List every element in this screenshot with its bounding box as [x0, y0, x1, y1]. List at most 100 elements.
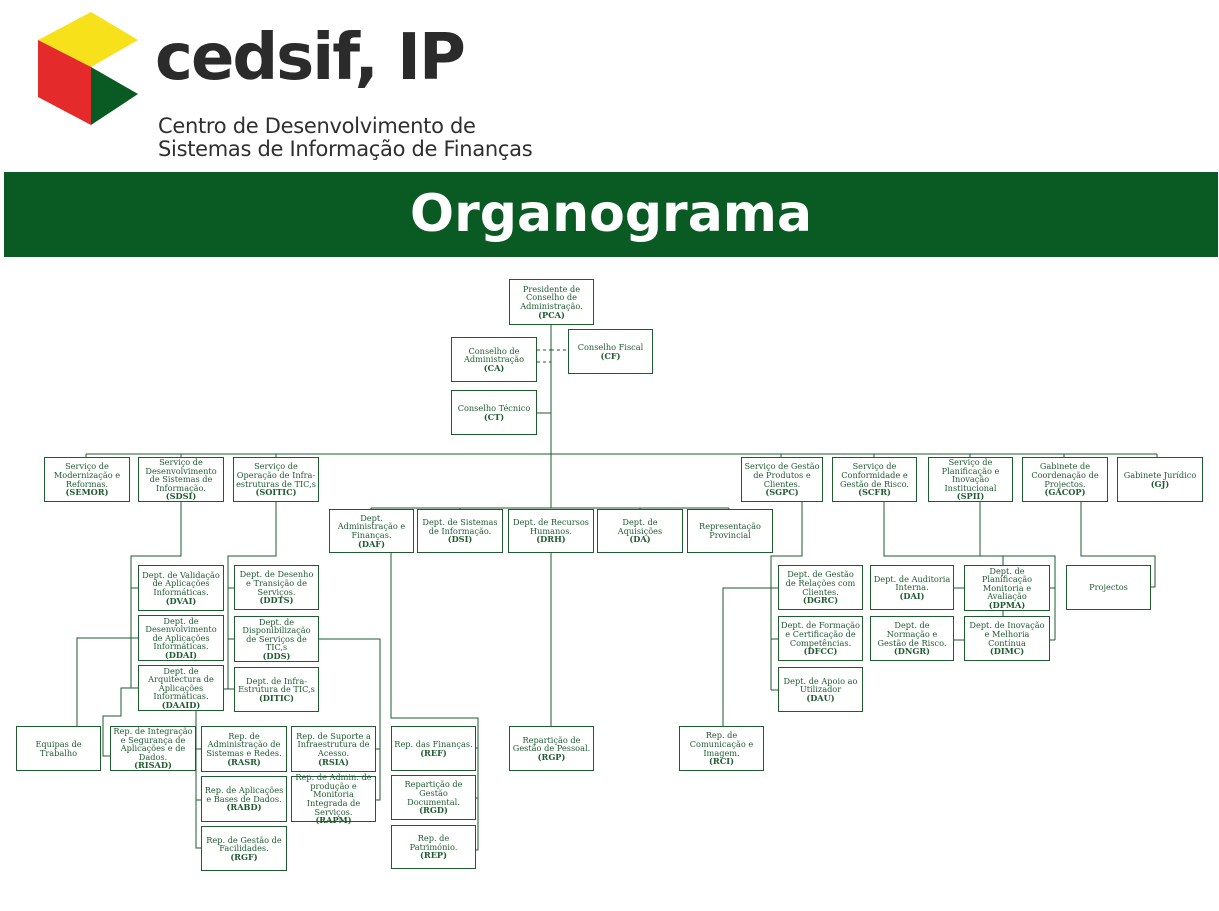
daf-box: Dept. Administração e Finanças. (DAF): [329, 509, 414, 553]
rp-box: Representação Provincial: [687, 509, 773, 553]
dimc-name: Dept. de Inovação e Melhoria Contínua: [969, 620, 1045, 648]
pca-box: Presidente de Conselho de Administração.…: [509, 279, 594, 325]
sdsi-name: Serviço de Desenvolvimento de Sistemas d…: [145, 457, 217, 493]
sdsi-box: Serviço de Desenvolvimento de Sistemas d…: [138, 457, 224, 502]
dds-name: Dept. de Disponibilização de Serviços de…: [242, 616, 311, 653]
rgp-abbr: (RGP): [537, 751, 566, 762]
ca-name: Conselho de Administração: [463, 345, 525, 365]
brand-subtitle-line1: Centro de Desenvolvimento de: [158, 114, 476, 138]
dpma-name: Dept. de Planificação Monitoria e Avalia…: [981, 565, 1033, 602]
ddts-name: Dept. de Desenho e Transição de Serviços…: [239, 569, 314, 597]
dai-abbr: (DAI): [899, 590, 925, 601]
ddai-box: Dept. de Desenvolvimento de Aplicações I…: [138, 615, 224, 661]
rp-name: Representação Provincial: [699, 521, 761, 540]
rsia-abbr: (RSIA): [318, 756, 349, 767]
rasr-name: Rep. de Administração de Sistemas e Rede…: [206, 730, 282, 758]
dgrc-name: Dept. de Gestão de Relações com Clientes…: [785, 569, 856, 597]
ddai-name: Dept. de Desenvolvimento de Aplicações I…: [145, 615, 217, 652]
ditic-abbr: (DITIC): [258, 692, 295, 703]
dngr-abbr: (DNGR): [893, 646, 931, 657]
dimc-abbr: (DIMC): [989, 646, 1025, 657]
gj-box: Gabinete Jurídico (GJ): [1117, 457, 1203, 502]
ditic-name: Dept. de Infra-Estrutura de TIC,s: [238, 675, 315, 695]
daaid-abbr: (DAAID): [161, 699, 201, 710]
daaid-box: Dept. de Arquitectura de Aplicações Info…: [138, 665, 224, 711]
ddts-abbr: (DDTS): [259, 595, 294, 606]
dngr-name: Dept. de Normação e Gestão de Risco.: [877, 620, 947, 648]
dvai-abbr: (DVAI): [165, 595, 197, 606]
brand-subtitle-line2: Sistemas de Informação de Finanças: [158, 137, 533, 161]
daf-abbr: (DAF): [357, 538, 385, 549]
scfr-name: Serviço de Conformidade e Gestão de Risc…: [840, 461, 909, 489]
soitic-box: Serviço de Operação de Infra-estruturas …: [233, 457, 319, 502]
scfr-abbr: (SCFR): [858, 487, 891, 498]
soitic-abbr: (SOITIC): [255, 487, 297, 498]
dvai-box: Dept. de Validação de Aplicações Informá…: [138, 565, 224, 611]
cedsif-cube-logo: [38, 12, 138, 125]
title-banner: Organograma: [4, 172, 1218, 257]
cf-name: Conselho Fiscal: [577, 341, 644, 352]
da-abbr: (DA): [629, 534, 651, 545]
rgp-name: Repartição de Gestão de Pessoal.: [512, 734, 591, 754]
rci-abbr: (RCI): [709, 756, 734, 767]
gacop-abbr: (GACOP): [1044, 487, 1086, 498]
rasr-box: Rep. de Administração de Sistemas e Rede…: [201, 726, 287, 772]
dai-box: Dept. de Auditoria Interna. (DAI): [870, 565, 954, 610]
ref-box: Rep. das Finanças. (REF): [391, 726, 476, 771]
dimc-box: Dept. de Inovação e Melhoria Contínua (D…: [964, 616, 1050, 661]
risad-abbr: (RISAD): [134, 760, 172, 771]
semor-abbr: (SEMOR): [65, 487, 109, 498]
sgpc-abbr: (SGPC): [765, 487, 799, 498]
dfcc-abbr: (DFCC): [803, 646, 838, 657]
rgf-box: Rep. de Gestão de Facilidades. (RGF): [201, 826, 287, 871]
rep-abbr: (REP): [420, 850, 447, 861]
spii-name: Serviço de Planificação e Inovação Insti…: [941, 457, 1000, 493]
rapm-abbr: (RAPM): [315, 815, 352, 826]
rsia-name: Rep. de Suporte a Infraestrutura de Aces…: [296, 730, 371, 758]
ddai-abbr: (DDAI): [164, 649, 198, 660]
et-name: Equipas de Trabalho: [35, 738, 82, 758]
rasr-abbr: (RASR): [227, 756, 261, 767]
projectos-name: Projectos: [1089, 582, 1128, 593]
dau-abbr: (DAU): [806, 692, 835, 703]
dvai-name: Dept. de Validação de Aplicações Informá…: [142, 569, 220, 597]
ref-name: Rep. das Finanças.: [394, 738, 473, 749]
dsi-abbr: (DSI): [447, 534, 473, 545]
risad-name: Rep. de Integração e Segurança de Aplica…: [113, 726, 193, 762]
dfcc-box: Dept. de Formação e Certificação de Comp…: [778, 616, 863, 661]
spii-box: Serviço de Planificação e Inovação Insti…: [928, 457, 1013, 502]
dgrc-abbr: (DGRC): [802, 595, 839, 606]
gacop-box: Gabinete de Coordenação de Projectos. (G…: [1022, 457, 1108, 502]
gacop-name: Gabinete de Coordenação de Projectos.: [1031, 461, 1099, 489]
rabd-box: Rep. de Aplicações e Bases de Dados. (RA…: [201, 776, 287, 822]
rapm-box: Rep. de Admin. de produção e Monitoria I…: [291, 772, 376, 826]
dds-abbr: (DDS): [262, 650, 291, 661]
rabd-name: Rep. de Aplicações e Bases de Dados.: [204, 785, 284, 804]
gj-abbr: (GJ): [1150, 478, 1170, 489]
rgf-abbr: (RGF): [230, 851, 258, 862]
da-box: Dept. de Aquisições (DA): [597, 509, 683, 553]
ct-name: Conselho Técnico: [457, 402, 531, 413]
projectos-box: Projectos: [1066, 565, 1151, 610]
dds-box: Dept. de Disponibilização de Serviços de…: [234, 616, 319, 662]
dgrc-box: Dept. de Gestão de Relações com Clientes…: [778, 565, 863, 610]
ca-abbr: (CA): [483, 362, 505, 373]
rabd-abbr: (RABD): [226, 802, 262, 813]
pca-abbr: (PCA): [538, 309, 565, 320]
rgp-box: Repartição de Gestão de Pessoal. (RGP): [509, 726, 594, 771]
ca-box: Conselho de Administração (CA): [451, 337, 537, 382]
semor-name: Serviço de Modernização e Reformas.: [53, 461, 121, 489]
dau-name: Dept. de Apoio ao Utilizador: [783, 675, 858, 695]
daf-name: Dept. Administração e Finanças.: [337, 512, 406, 540]
dsi-box: Dept. de Sistemas de Informação. (DSI): [417, 509, 503, 553]
drh-box: Dept. de Recursos Humanos. (DRH): [508, 509, 594, 553]
dfcc-name: Dept. de Formação e Certificação de Comp…: [781, 620, 860, 648]
rci-box: Rep. de Comunicação e Imagem. (RCI): [679, 726, 764, 771]
rapm-name: Rep. de Admin. de produção e Monitoria I…: [295, 772, 372, 817]
semor-box: Serviço de Modernização e Reformas. (SEM…: [44, 457, 130, 502]
cf-abbr: (CF): [600, 350, 621, 361]
rep-box: Rep. de Património. (REP): [391, 825, 476, 869]
ditic-box: Dept. de Infra-Estrutura de TIC,s (DITIC…: [234, 667, 319, 712]
